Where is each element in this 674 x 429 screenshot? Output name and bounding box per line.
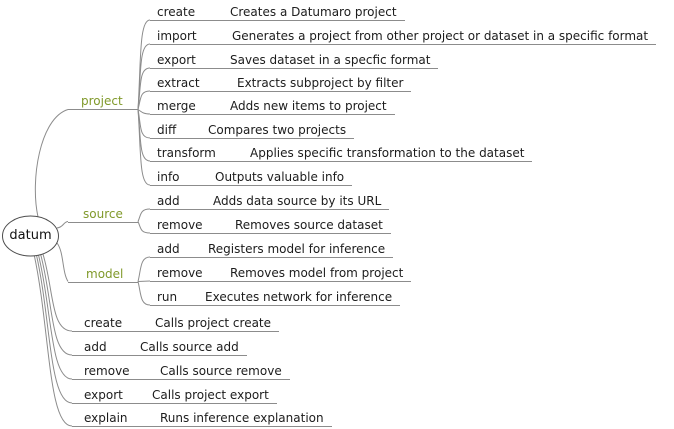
- node-model-remove: remove Removes model from project: [150, 264, 412, 282]
- node-label: import: [157, 29, 197, 43]
- branch-project: project: [68, 92, 138, 110]
- edge-model-add: [137, 256, 151, 282]
- node-description: Removes source dataset: [235, 218, 383, 232]
- node-command-create: create Calls project create: [72, 314, 280, 332]
- edge-source-add: [137, 208, 151, 222]
- node-label: add: [84, 340, 107, 354]
- node-description: Adds new items to project: [230, 99, 387, 113]
- node-label: transform: [157, 146, 216, 160]
- node-description: Adds data source by its URL: [213, 194, 382, 208]
- node-label: info: [157, 170, 180, 184]
- edge-project-export: [137, 67, 151, 110]
- node-label: add: [157, 194, 180, 208]
- node-label: merge: [157, 99, 196, 113]
- edge-project-extract: [137, 90, 151, 110]
- node-project-extract: extract Extracts subproject by filter: [150, 74, 412, 92]
- branch-model: model: [68, 265, 138, 283]
- node-command-add: add Calls source add: [72, 338, 247, 356]
- node-command-remove: remove Calls source remove: [72, 362, 290, 380]
- node-project-transform: transform Applies specific transformatio…: [150, 144, 533, 162]
- edge-source-remove: [137, 221, 151, 234]
- node-project-merge: merge Adds new items to project: [150, 97, 395, 115]
- node-label: export: [84, 388, 123, 402]
- node-description: Runs inference explanation: [160, 411, 324, 425]
- edge-model-run: [137, 281, 151, 306]
- edge-root-project: [34, 109, 69, 218]
- edge-root-create: [41, 250, 73, 332]
- node-project-export: export Saves dataset in a specfic format: [150, 51, 439, 69]
- edge-root-source: [56, 221, 69, 229]
- node-label: export: [157, 53, 196, 67]
- edge-model-remove: [137, 280, 151, 282]
- node-description: Creates a Datumaro project: [230, 5, 397, 19]
- node-description: Calls project create: [155, 316, 272, 330]
- node-description: Removes model from project: [230, 266, 404, 280]
- node-description: Registers model for inference: [208, 242, 386, 256]
- node-label: create: [84, 316, 123, 330]
- node-description: Calls source remove: [160, 364, 282, 378]
- root-ellipse: [2, 215, 59, 257]
- node-label: diff: [157, 123, 177, 137]
- root-node-label: datum: [9, 228, 52, 243]
- node-command-explain: explain Runs inference explanation: [72, 409, 332, 427]
- node-label: remove: [84, 364, 130, 378]
- node-description: Generates a project from other project o…: [232, 29, 649, 43]
- branch-source-label: source: [83, 207, 123, 221]
- edge-project-info: [137, 109, 151, 186]
- node-description: Outputs valuable info: [215, 170, 345, 184]
- node-label: create: [157, 5, 196, 19]
- edge-root-export: [35, 252, 73, 404]
- edge-root-explain: [33, 253, 73, 427]
- node-label: remove: [157, 266, 203, 280]
- node-description: Extracts subproject by filter: [237, 76, 404, 90]
- node-command-export: export Calls project export: [72, 386, 277, 404]
- node-description: Calls source add: [140, 340, 239, 354]
- node-project-import: import Generates a project from other pr…: [150, 27, 657, 45]
- node-project-diff: diff Compares two projects: [150, 121, 355, 139]
- edge-root-remove: [37, 252, 73, 380]
- node-description: Calls project export: [152, 388, 269, 402]
- node-project-info: info Outputs valuable info: [150, 168, 353, 186]
- node-label: remove: [157, 218, 203, 232]
- node-model-run: run Executes network for inference: [150, 288, 401, 306]
- node-model-add: add Registers model for inference: [150, 240, 394, 258]
- edge-root-add: [39, 251, 73, 356]
- node-description: Saves dataset in a specfic format: [230, 53, 431, 67]
- node-label: explain: [84, 411, 128, 425]
- node-label: add: [157, 242, 180, 256]
- node-label: run: [157, 290, 178, 304]
- node-description: Applies specific transformation to the d…: [250, 146, 525, 160]
- node-source-remove: remove Removes source dataset: [150, 216, 391, 234]
- branch-project-label: project: [81, 94, 123, 108]
- node-label: extract: [157, 76, 200, 90]
- edge-project-merge: [137, 109, 151, 115]
- node-description: Executes network for inference: [205, 290, 393, 304]
- branch-source: source: [68, 205, 138, 223]
- node-project-create: create Creates a Datumaro project: [150, 3, 405, 21]
- node-description: Compares two projects: [208, 123, 347, 137]
- branch-model-label: model: [86, 267, 124, 281]
- node-source-add: add Adds data source by its URL: [150, 192, 390, 210]
- edge-root-model: [56, 242, 69, 282]
